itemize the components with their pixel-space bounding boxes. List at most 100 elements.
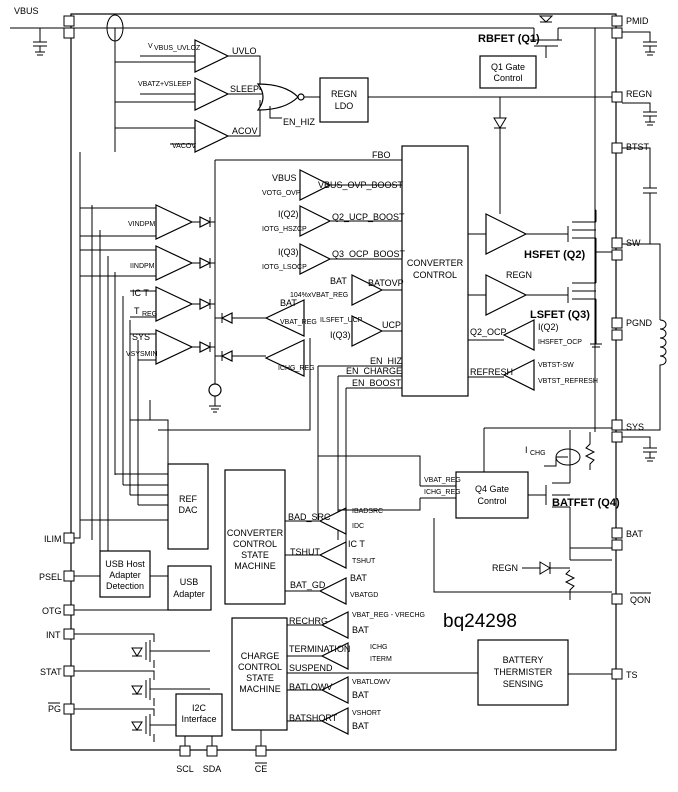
pin-pmid: PMID xyxy=(611,15,657,56)
usb-host-adapter-detection xyxy=(99,550,151,598)
stat-transistor xyxy=(74,670,210,706)
comparator-termination: TERMINATION ICHG ITERM xyxy=(289,642,392,670)
svg-text:VSHORT: VSHORT xyxy=(352,710,382,717)
ref-dac xyxy=(167,463,209,550)
converter-state-machine xyxy=(224,469,286,605)
svg-text:BATSHORT: BATSHORT xyxy=(289,713,338,723)
pin-regn-label: REGN xyxy=(626,89,652,99)
svg-text:ACOV: ACOV xyxy=(232,126,258,136)
comparator-q2-ocp: Q2_OCP I(Q2) IHSFET_OCP xyxy=(470,319,582,351)
svg-text:Interface: Interface xyxy=(181,714,216,724)
pin-sys: SYS xyxy=(611,419,657,462)
q4-gate-control xyxy=(455,471,529,519)
comparator-ucp: ILSFET_UCP I(Q3) UCP xyxy=(320,315,401,347)
converter-control-line1: CONVERTER xyxy=(407,258,464,268)
pin-stat-label: STAT xyxy=(40,667,62,677)
pin-sys-label: SYS xyxy=(626,422,644,432)
svg-text:V: V xyxy=(148,43,153,50)
lsfet-driver: REGN xyxy=(468,270,568,316)
svg-text:I(Q2): I(Q2) xyxy=(278,209,299,219)
comparator-batlowv: BATLOWV VBATLOWV BAT xyxy=(289,676,391,704)
svg-text:IOTG_HSZCP: IOTG_HSZCP xyxy=(262,226,307,233)
battery-thermister-sensing xyxy=(477,639,569,706)
svg-text:T: T xyxy=(134,306,140,316)
svg-text:Adapter: Adapter xyxy=(173,589,205,599)
svg-text:VBATGD: VBATGD xyxy=(350,592,378,599)
pin-qon: QON xyxy=(611,592,651,605)
chip-title: bq24298 xyxy=(443,611,517,632)
svg-text:BAT: BAT xyxy=(352,625,369,635)
svg-text:BAT: BAT xyxy=(352,721,369,731)
regn-ldo-line2: LDO xyxy=(335,101,354,111)
svg-text:Q2_OCP: Q2_OCP xyxy=(470,327,507,337)
svg-text:STATE: STATE xyxy=(241,550,269,560)
svg-text:104%xVBAT_REG: 104%xVBAT_REG xyxy=(290,292,348,299)
comparator-chg-reg: ICHG_REG xyxy=(264,339,315,377)
batfet: BATFET (Q4) xyxy=(545,430,620,561)
pin-ce: CE xyxy=(255,745,267,774)
regn-ldo-line1: REGN xyxy=(331,89,357,99)
pin-ts-label: TS xyxy=(626,670,638,680)
pin-psel-label: PSEL xyxy=(39,572,62,582)
svg-text:FBO: FBO xyxy=(372,150,391,160)
pin-qon-label: QON xyxy=(630,595,651,605)
svg-text:RECHRG: RECHRG xyxy=(289,616,328,626)
current-source xyxy=(208,383,222,413)
svg-text:SENSING: SENSING xyxy=(503,679,544,689)
svg-text:IBADSRC: IBADSRC xyxy=(352,508,383,515)
regn-diode xyxy=(493,117,507,129)
svg-text:Control: Control xyxy=(477,496,506,506)
pin-scl-label: SCL xyxy=(176,764,194,774)
pin-ilim: ILIM xyxy=(44,532,75,544)
regn-ldo xyxy=(319,77,369,123)
regn-diode-2: REGN xyxy=(492,561,576,600)
svg-text:DAC: DAC xyxy=(178,505,198,515)
pin-int-label: INT xyxy=(46,630,61,640)
pin-stat: STAT xyxy=(40,665,75,677)
svg-text:UCP: UCP xyxy=(382,320,401,330)
svg-text:THERMISTER: THERMISTER xyxy=(494,667,553,677)
sys-resistor xyxy=(584,432,596,470)
comparator-tshut: TSHUT IC T TSHUT xyxy=(290,539,376,569)
svg-text:VBATZ+VSLEEP: VBATZ+VSLEEP xyxy=(138,81,192,88)
svg-text:VBTST_REFRESH: VBTST_REFRESH xyxy=(538,378,598,385)
converter-control-line2: CONTROL xyxy=(413,270,457,280)
int-transistor xyxy=(74,633,210,668)
comparator-acov: VACOV ACOV xyxy=(172,119,258,153)
svg-text:Q2_UCP_BOOST: Q2_UCP_BOOST xyxy=(332,212,405,222)
svg-text:ILSFET_UCP: ILSFET_UCP xyxy=(320,317,363,324)
svg-text:VBATLOWV: VBATLOWV xyxy=(352,679,391,686)
svg-text:USB: USB xyxy=(180,577,199,587)
current-sense xyxy=(106,14,124,42)
svg-text:EN_HIZ: EN_HIZ xyxy=(283,117,316,127)
comparator-tj: IC T T REG xyxy=(132,286,194,322)
nor-gate: EN_HIZ xyxy=(256,83,320,127)
pin-bat: BAT xyxy=(611,527,643,551)
svg-text:VACOV: VACOV xyxy=(172,143,196,150)
svg-text:BATFET (Q4): BATFET (Q4) xyxy=(552,497,620,509)
svg-text:BAD_SRC: BAD_SRC xyxy=(288,512,331,522)
svg-text:ICHG: ICHG xyxy=(370,644,388,651)
pin-int: INT xyxy=(46,628,75,640)
svg-text:I(Q2): I(Q2) xyxy=(538,322,559,332)
svg-text:VBUS: VBUS xyxy=(272,173,297,183)
comparator-bat-reg: BAT VBAT_REG xyxy=(264,298,317,337)
svg-text:Adapter: Adapter xyxy=(109,570,141,580)
svg-text:ITERM: ITERM xyxy=(370,656,392,663)
svg-text:CHARGE: CHARGE xyxy=(241,651,280,661)
svg-text:TERMINATION: TERMINATION xyxy=(289,644,350,654)
svg-text:CONVERTER: CONVERTER xyxy=(227,528,284,538)
svg-text:BATTERY: BATTERY xyxy=(503,655,544,665)
svg-text:TSHUT: TSHUT xyxy=(352,558,376,565)
pin-pg-label: PG xyxy=(48,704,61,714)
pin-vbus: VBUS xyxy=(10,6,75,56)
svg-text:TSHUT: TSHUT xyxy=(290,547,320,557)
pg-transistor xyxy=(74,708,176,742)
q1-gate-line2: Control xyxy=(493,73,522,83)
svg-text:Q3_OCP_BOOST: Q3_OCP_BOOST xyxy=(332,249,406,259)
svg-text:BATOVP: BATOVP xyxy=(368,278,404,288)
pin-pg: PG xyxy=(48,702,75,715)
svg-text:IHSFET_OCP: IHSFET_OCP xyxy=(538,339,582,346)
svg-text:VBTST-SW: VBTST-SW xyxy=(538,362,574,369)
